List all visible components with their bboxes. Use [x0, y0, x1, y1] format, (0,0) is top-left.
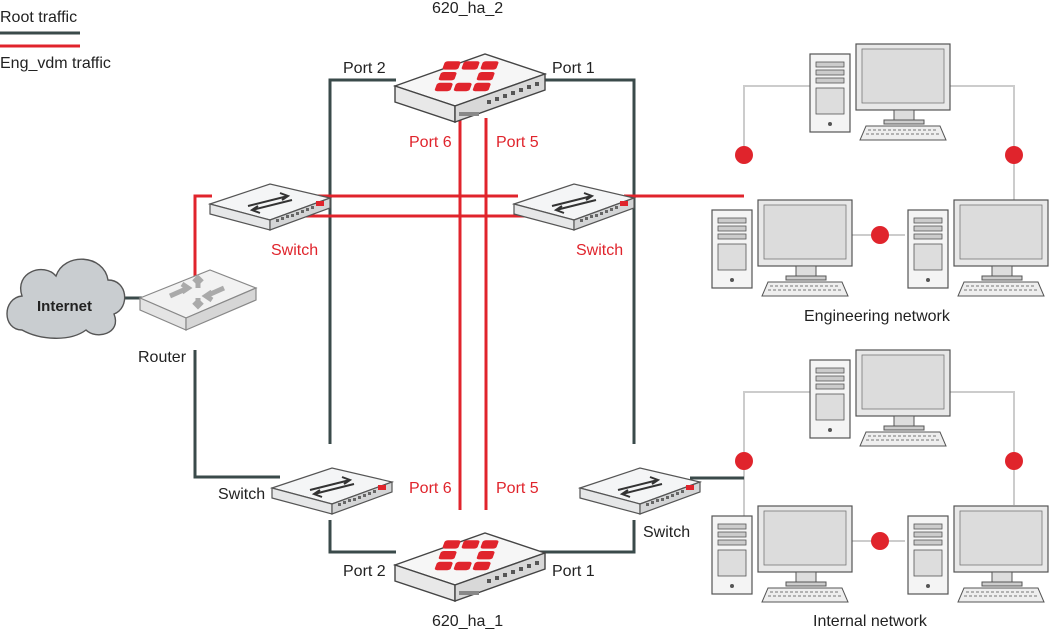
switch-bottom-left-label: Switch — [218, 486, 266, 503]
router-label: Router — [138, 349, 187, 366]
firewall-bottom-port2: Port 2 — [343, 563, 386, 580]
switch-top-left-label: Switch — [271, 242, 319, 259]
legend-root-label: Root traffic — [0, 9, 78, 26]
legend-eng-label: Eng_vdm traffic — [0, 55, 111, 72]
switch-bottom-left-icon — [271, 467, 393, 515]
pc-int-right-icon — [907, 505, 1049, 603]
engineering-network-label: Engineering network — [804, 308, 950, 325]
router-icon — [138, 269, 258, 331]
pc-int-left-icon — [711, 505, 853, 603]
network-nodes — [735, 146, 1023, 550]
switch-bottom-right-label: Switch — [643, 524, 691, 541]
internal-network-label: Internal network — [813, 613, 927, 630]
pc-eng-left-icon — [711, 199, 853, 297]
internet-label: Internet — [37, 298, 93, 315]
firewall-bottom-icon — [394, 532, 546, 602]
firewall-top-name: 620_ha_2 — [432, 0, 504, 17]
switch-top-right-label: Switch — [576, 242, 624, 259]
firewall-top-icon — [394, 53, 546, 123]
switch-bottom-right-icon — [579, 467, 701, 515]
firewall-bottom-port5: Port 5 — [496, 480, 539, 497]
firewall-bottom-port6: Port 6 — [409, 480, 452, 497]
firewall-top-port1: Port 1 — [552, 60, 595, 77]
firewall-bottom-port1: Port 1 — [552, 563, 595, 580]
internet-cloud-icon — [6, 258, 126, 339]
firewall-top-port2: Port 2 — [343, 60, 386, 77]
eng-traffic-links — [193, 118, 744, 510]
switch-top-right-icon — [513, 183, 635, 231]
pc-eng-top-icon — [809, 43, 951, 141]
root-traffic-links — [120, 78, 744, 554]
pc-eng-right-icon — [907, 199, 1049, 297]
firewall-top-port5: Port 5 — [496, 134, 539, 151]
firewall-bottom-name: 620_ha_1 — [432, 613, 504, 630]
firewall-top-port6: Port 6 — [409, 134, 452, 151]
switch-top-left-icon — [209, 183, 331, 231]
pc-int-top-icon — [809, 349, 951, 447]
